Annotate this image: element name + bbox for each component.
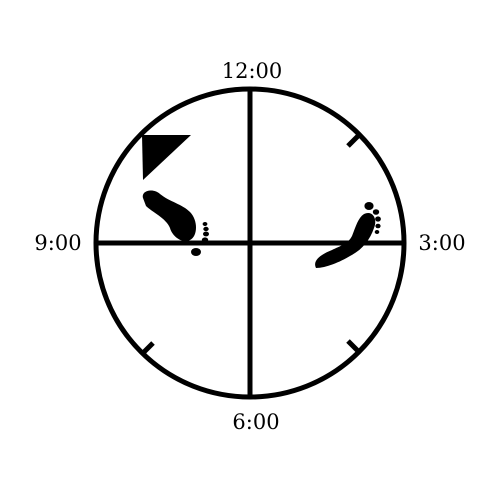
tick-mark-upper-right: [346, 134, 360, 148]
flag-icon: [142, 135, 191, 180]
tick-mark-lower-left: [141, 341, 155, 355]
footprint-icon: [315, 202, 381, 268]
label-3: 3:00: [418, 231, 465, 255]
label-6: 6:00: [232, 410, 279, 434]
tick-mark-lower-right: [346, 339, 360, 353]
footprint-icon: [142, 190, 209, 256]
label-9: 9:00: [34, 231, 81, 255]
label-12: 12:00: [222, 59, 283, 83]
